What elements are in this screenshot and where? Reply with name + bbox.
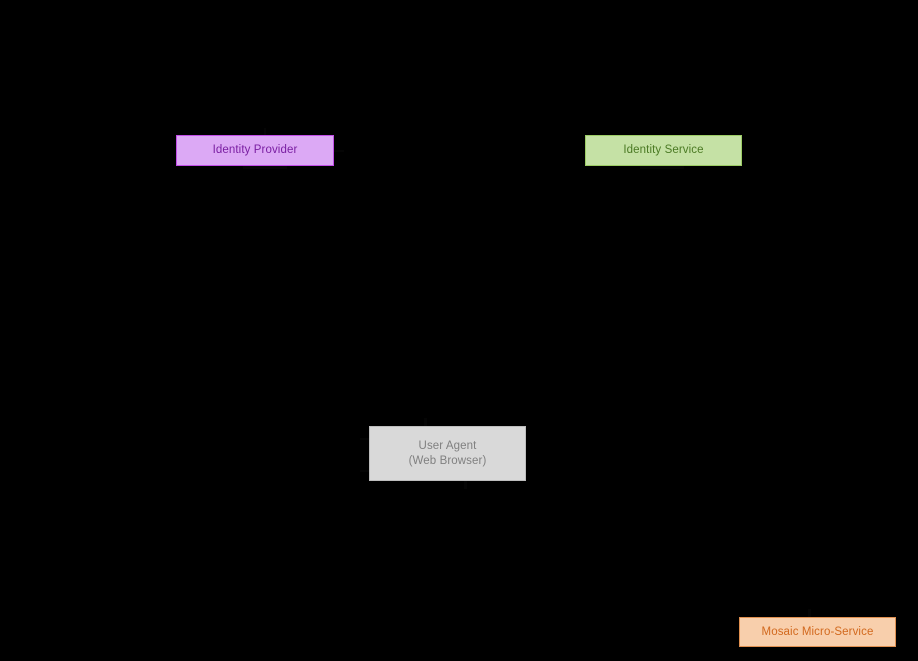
node-mosaic-micro-service-label: Mosaic Micro-Service — [761, 625, 874, 638]
node-user-agent-label: User Agent (Web Browser) — [408, 440, 487, 467]
node-identity-provider[interactable]: Identity Provider — [176, 135, 334, 166]
connector-ua-left-lower — [360, 470, 369, 472]
connector-mosaic-top — [808, 609, 811, 617]
connector-idp-top — [264, 128, 266, 136]
connector-idp-right — [334, 150, 344, 152]
node-user-agent[interactable]: User Agent (Web Browser) — [369, 426, 526, 481]
node-identity-provider-label: Identity Provider — [212, 144, 298, 157]
node-identity-service-label: Identity Service — [623, 144, 704, 157]
node-identity-service[interactable]: Identity Service — [585, 135, 742, 166]
node-mosaic-micro-service[interactable]: Mosaic Micro-Service — [739, 617, 896, 647]
connector-ua-left — [360, 438, 369, 440]
connector-ua-bottom — [464, 481, 467, 489]
connector-ua-top — [424, 418, 427, 427]
connector-idp-bottom — [243, 166, 287, 169]
connector-idsvc-bottom — [640, 166, 684, 169]
